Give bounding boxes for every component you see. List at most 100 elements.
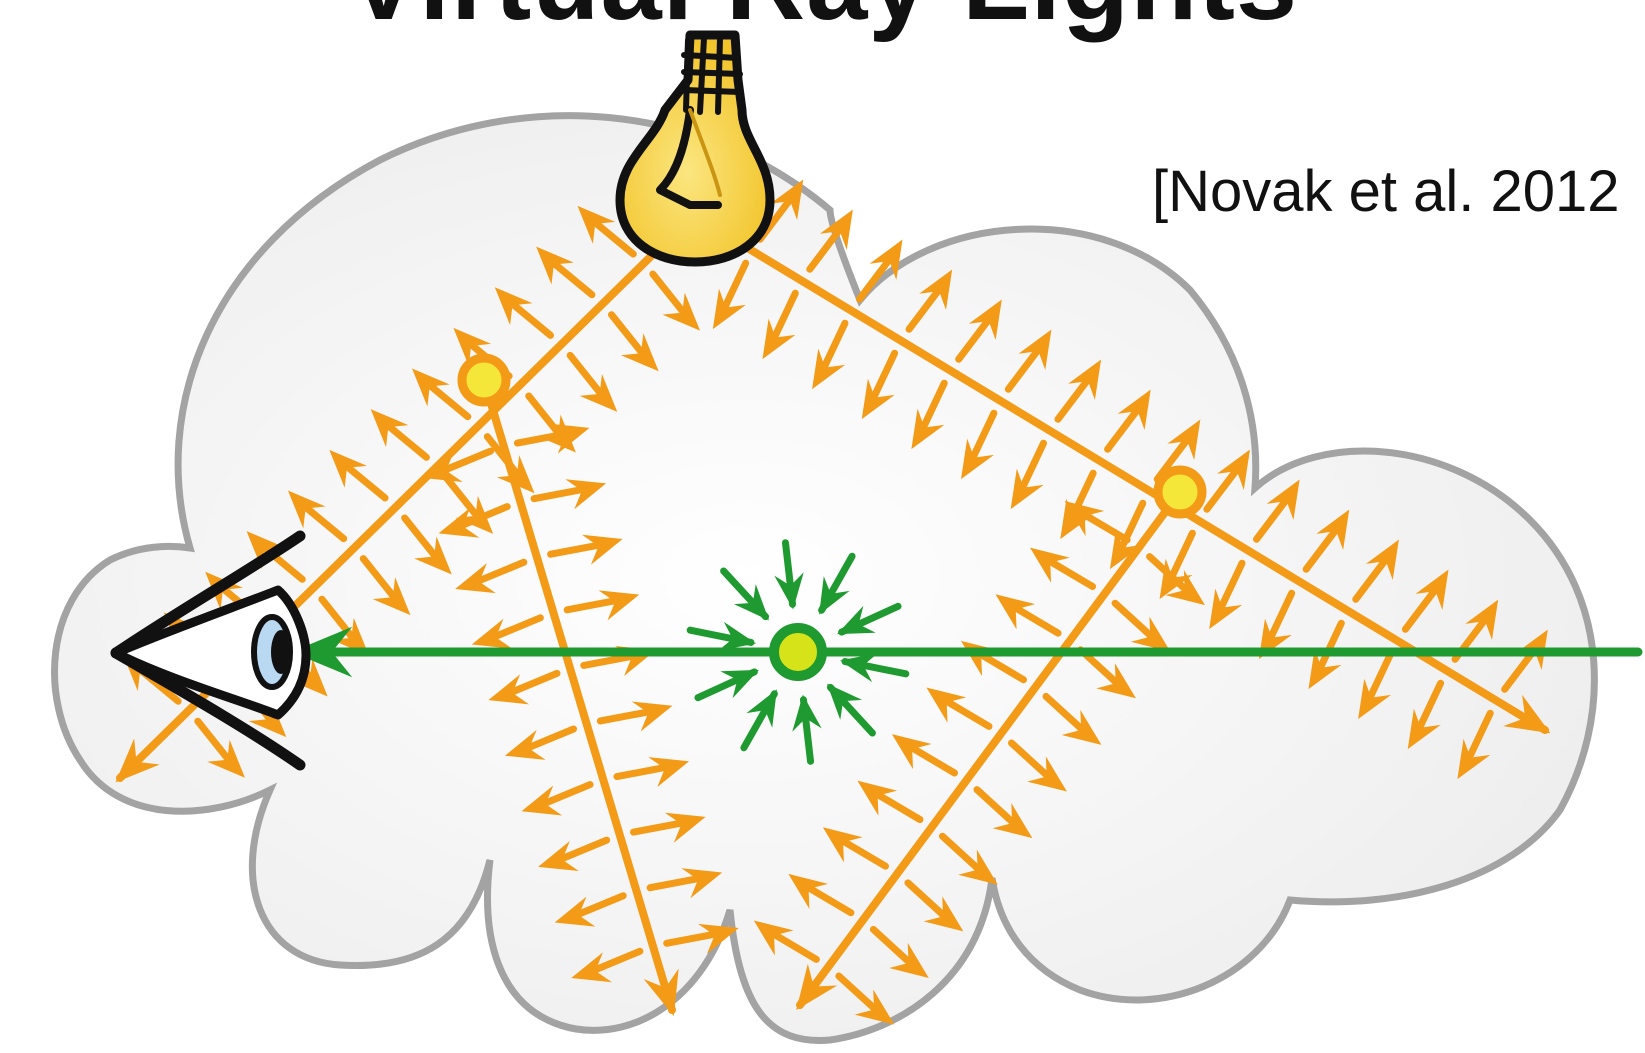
scattering-arrows (122, 179, 1548, 1025)
arrowhead (581, 534, 623, 565)
vertex-left (457, 353, 511, 407)
arrowhead (521, 785, 563, 816)
arrowhead (992, 803, 1033, 839)
arrowhead (1096, 663, 1136, 699)
eye-ray (291, 539, 1643, 765)
arrowhead (246, 531, 285, 570)
arrowhead (819, 576, 850, 615)
arrowhead (822, 827, 863, 863)
citation: [Novak et al. 2012 (1152, 159, 1620, 224)
arrowhead (861, 378, 895, 420)
arrowhead (792, 694, 822, 732)
arrowhead (1316, 509, 1350, 551)
light-bulb-icon (615, 30, 775, 267)
arrowhead (536, 246, 574, 285)
arrowhead (453, 327, 492, 366)
arrowhead (664, 812, 706, 843)
arrowhead (857, 780, 898, 816)
arrowhead (1266, 479, 1300, 521)
arrowhead (631, 701, 673, 732)
arrowhead (207, 739, 245, 778)
arrowhead (770, 179, 804, 220)
arrowhead (205, 571, 243, 610)
arrowhead (438, 507, 480, 538)
arrowhead (1209, 588, 1243, 630)
arrowhead (115, 738, 160, 783)
slide-title: Virtual Ray Lights (0, 0, 1645, 45)
arrowhead (565, 479, 607, 510)
arrowhead (598, 590, 640, 621)
arrowhead (421, 452, 463, 483)
arrowhead (926, 687, 967, 723)
arrowhead (720, 669, 759, 699)
arrowhead (788, 873, 829, 909)
arrowhead (662, 292, 701, 331)
arrowhead (331, 617, 370, 656)
arrowhead (718, 621, 756, 651)
arrowhead (620, 333, 659, 372)
arrowhead (1064, 501, 1105, 537)
arrowhead (548, 423, 590, 454)
arrowhead (837, 605, 876, 635)
arrowhead (496, 455, 535, 494)
arrowhead (1415, 569, 1449, 611)
arrowhead (1010, 468, 1044, 510)
arrowhead (290, 658, 328, 697)
arrowhead (753, 920, 794, 956)
arrowhead (1457, 738, 1491, 780)
arrowhead (1365, 539, 1399, 581)
vertex-right (1153, 465, 1207, 519)
arrowhead (248, 699, 287, 738)
arrowhead (287, 490, 326, 529)
arrowhead (1167, 419, 1201, 461)
arrowhead (1465, 599, 1499, 641)
arrowhead (372, 577, 411, 616)
arrowhead (554, 896, 596, 927)
arrowhead (370, 409, 409, 448)
arrowhead (504, 729, 546, 760)
arrowhead (961, 438, 994, 480)
arrowhead (911, 408, 945, 450)
arrowhead (889, 942, 929, 978)
arrowhead (1027, 756, 1067, 792)
arrowhead (579, 373, 618, 412)
arrowhead (854, 989, 895, 1025)
arrowhead (455, 495, 494, 534)
arrowhead (746, 689, 777, 728)
arrowhead (819, 209, 853, 250)
arrowhead (840, 653, 878, 683)
arrowhead (1358, 678, 1392, 720)
arrowhead (494, 287, 533, 326)
arrowhead (412, 368, 450, 407)
arrowhead (1117, 389, 1151, 431)
arrowhead (812, 348, 846, 390)
arrowhead (995, 594, 1036, 630)
arrowhead (1109, 528, 1143, 570)
arrowhead (869, 239, 903, 280)
arrowhead (968, 299, 1002, 340)
vertex-green (769, 623, 827, 681)
arrowhead (577, 205, 616, 244)
arrowhead (827, 683, 863, 720)
path-vertices (457, 353, 1207, 681)
arrowhead (1308, 648, 1342, 690)
arrowhead (1130, 616, 1171, 652)
arrowhead (1030, 547, 1070, 583)
arrowhead (698, 923, 739, 954)
arrowhead (571, 952, 612, 983)
arrowhead (648, 757, 689, 788)
arrowhead (291, 626, 353, 678)
arrowhead (712, 288, 746, 330)
arrowhead (762, 318, 796, 360)
arrowhead (733, 584, 769, 621)
arrowhead (329, 449, 367, 488)
arrowhead (643, 968, 679, 1017)
arrowhead (1217, 449, 1250, 491)
arrowhead (1503, 694, 1551, 734)
arrowhead (414, 536, 452, 575)
arrowhead (471, 618, 513, 649)
arrowhead (1407, 708, 1441, 750)
arrowhead (774, 572, 804, 610)
arrowhead (455, 563, 496, 594)
arrowhead (1165, 570, 1205, 606)
